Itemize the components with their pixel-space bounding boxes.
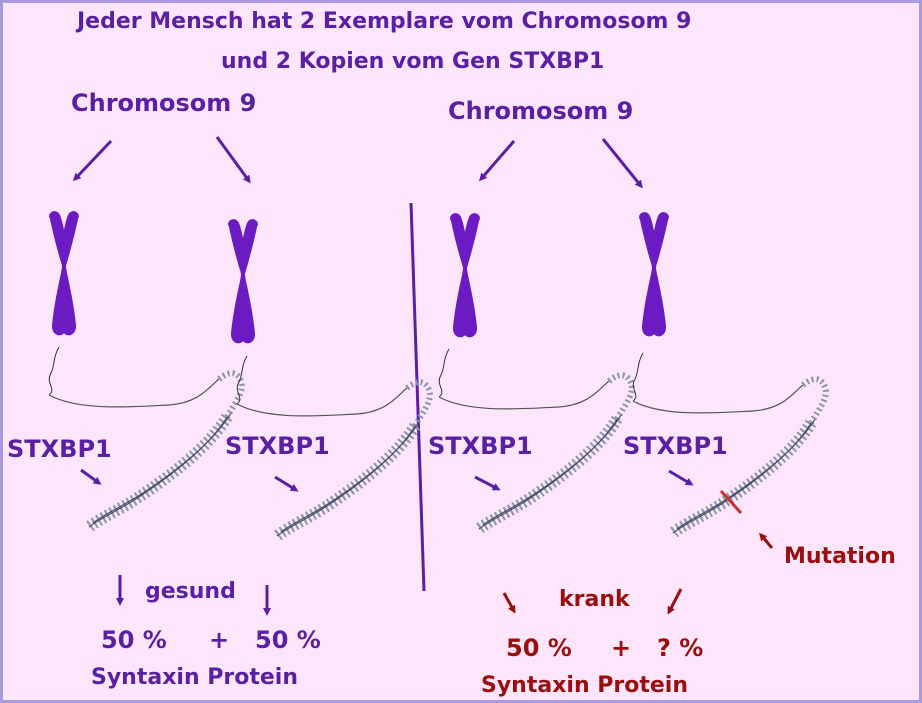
protein-label-left: Syntaxin Protein [91,665,298,690]
arrow-chromosome-left-a [72,139,113,182]
title-line-2: und 2 Kopien vom Gen STXBP1 [221,49,605,74]
arrow-gene-left-a [80,468,102,485]
chromosome-label-right: Chromosom 9 [448,97,634,125]
arrow-chromosome-left-b [215,136,251,184]
percent-left-b: 50 % [255,626,321,654]
chromosome-left-a [49,211,79,336]
title-line-1: Jeder Mensch hat 2 Exemplare vom Chromos… [77,9,692,34]
percent-right-b: ? % [657,634,704,662]
plus-left: + [209,626,230,654]
protein-label-right: Syntaxin Protein [481,673,688,698]
arrow-output-right-a [502,592,516,614]
status-sick: krank [559,587,630,612]
mutation-mark [719,489,743,515]
chromosome-right-a [450,213,480,338]
gene-label-left-a: STXBP1 [7,435,112,463]
mutation-label: Mutation [784,544,896,569]
arrow-output-right-b [667,588,683,615]
divider-line [409,202,426,592]
arrow-mutation [759,532,774,549]
arrow-gene-right-a [474,475,501,491]
arrow-gene-left-b [274,475,299,492]
diagram-artwork [3,136,919,616]
arrow-gene-right-b [668,469,694,486]
percent-right-a: 50 % [506,634,572,662]
gene-label-left-b: STXBP1 [225,432,330,460]
plus-right: + [611,634,632,662]
chromosome-left-b [228,219,258,344]
status-healthy: gesund [145,579,236,604]
percent-left-a: 50 % [101,626,167,654]
arrow-chromosome-right-b [601,138,643,189]
chromosome-label-left: Chromosom 9 [71,89,257,117]
arrow-chromosome-right-a [479,140,516,182]
gene-label-right-b: STXBP1 [623,432,728,460]
gene-label-right-a: STXBP1 [428,432,533,460]
chromosome-right-b [639,212,669,337]
